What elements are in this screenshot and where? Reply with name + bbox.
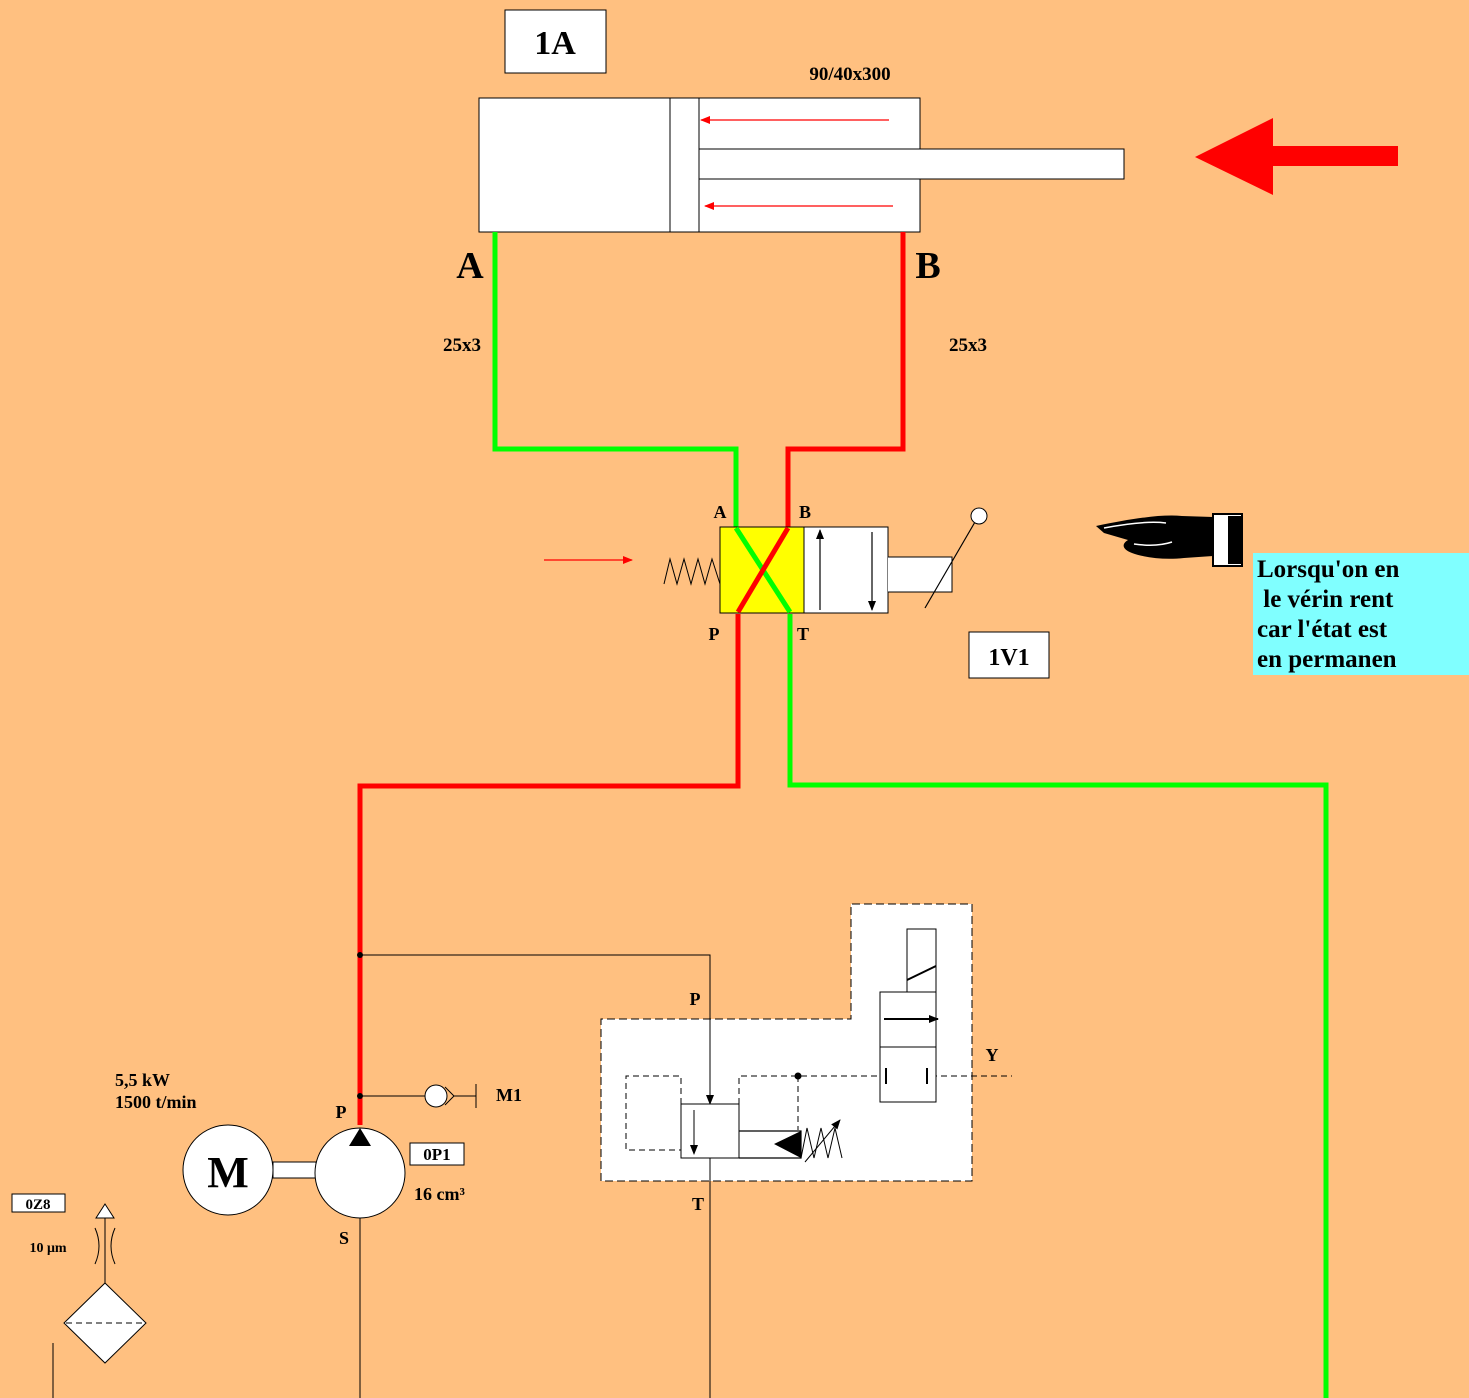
bypass-arrow-icon	[95, 1203, 115, 1219]
pilot-line-left	[625, 1075, 682, 1151]
gauge-port-label: M1	[496, 1085, 522, 1105]
power-unit: 5,5 kW 1500 t/min M M1 P S 0P1 16 cm³ 0Z…	[11, 1070, 522, 1398]
pump-tag: 0P1	[423, 1145, 450, 1164]
note-line: en permanen	[1257, 646, 1397, 673]
relief-port-t-label: T	[692, 1194, 704, 1214]
valve-parallel-position	[803, 526, 889, 614]
filter-size-label: 10 μm	[29, 1241, 66, 1256]
filter-icon	[63, 1282, 147, 1364]
valve-port-a-label: A	[714, 502, 727, 522]
lever-housing	[888, 556, 953, 593]
relief-valve-body	[680, 1103, 740, 1159]
solenoid-coil-mark	[906, 965, 937, 981]
directional-valve-1v1: A B P T 1V1	[544, 502, 1050, 679]
cylinder-size-label: 90/40x300	[809, 64, 890, 85]
valve-port-t-label: T	[797, 624, 809, 644]
line-valve-t-to-tank	[787, 614, 1329, 1398]
lever-handle	[924, 521, 976, 609]
pump-displacement-label: 16 cm³	[414, 1184, 465, 1204]
filter-tag-box	[11, 1193, 66, 1213]
valve-tag: 1V1	[988, 645, 1029, 671]
motor-speed-label: 1500 t/min	[115, 1092, 197, 1112]
explanation-note: Lorsqu'on en le vérin rent car l'état est…	[1253, 553, 1469, 675]
cylinder-port-a-label: A	[456, 245, 484, 287]
cylinder-1a: 1A 90/40x300 A B 25x3 25x3	[443, 9, 1398, 356]
adjustment-arrow-icon	[804, 1119, 841, 1163]
valve-port-b-label: B	[799, 502, 811, 522]
line-valve-b-to-cylinder-b	[785, 232, 906, 527]
relief-port-p-label: P	[690, 989, 701, 1009]
restrictor-icon	[110, 1227, 116, 1265]
cylinder-piston	[669, 97, 700, 233]
note-line: car l'état est	[1257, 616, 1388, 643]
filter-tag: 0Z8	[25, 1197, 50, 1213]
pointing-hand-icon	[1096, 513, 1243, 567]
junction-dot	[357, 952, 363, 958]
cylinder-port-b-label: B	[915, 245, 940, 287]
hose-a-size-label: 25x3	[443, 335, 481, 356]
solenoid-coil	[906, 928, 937, 993]
pilot-pressure-line	[360, 954, 714, 1105]
cylinder-tag: 1A	[534, 25, 576, 62]
valve-port-p-label: P	[709, 624, 720, 644]
note-line: le vérin rent	[1257, 586, 1394, 613]
pump-port-s-label: S	[339, 1228, 349, 1248]
valve-crossed-path-p-b	[735, 526, 791, 614]
pump-port-p-label: P	[336, 1102, 347, 1122]
motor-pump-coupling	[272, 1161, 317, 1179]
hydraulic-lines	[357, 232, 1329, 1398]
note-line: Lorsqu'on en	[1257, 556, 1400, 583]
gauge-port-icon	[424, 1084, 448, 1108]
cylinder-rod	[698, 148, 1125, 180]
motor-power-label: 5,5 kW	[115, 1070, 170, 1090]
hose-b-size-label: 25x3	[949, 335, 987, 356]
rod-motion-arrow-icon	[1195, 118, 1398, 195]
line-cylinder-a-to-valve-a	[492, 232, 739, 527]
lever-knob	[970, 507, 988, 525]
relief-port-y-label: Y	[986, 1045, 999, 1065]
junction-dot	[794, 1072, 802, 1080]
valve-tag-box	[968, 631, 1050, 679]
motor-symbol-label: M	[207, 1148, 249, 1197]
spring-icon	[663, 557, 721, 586]
pump-direction-icon	[349, 1128, 371, 1146]
restrictor-icon	[94, 1227, 100, 1265]
cylinder-tag-box	[504, 9, 607, 74]
relief-valve-assembly: P Y T	[357, 903, 1012, 1398]
pump-tag-box	[409, 1142, 465, 1166]
spring-seat-icon	[774, 1131, 801, 1158]
